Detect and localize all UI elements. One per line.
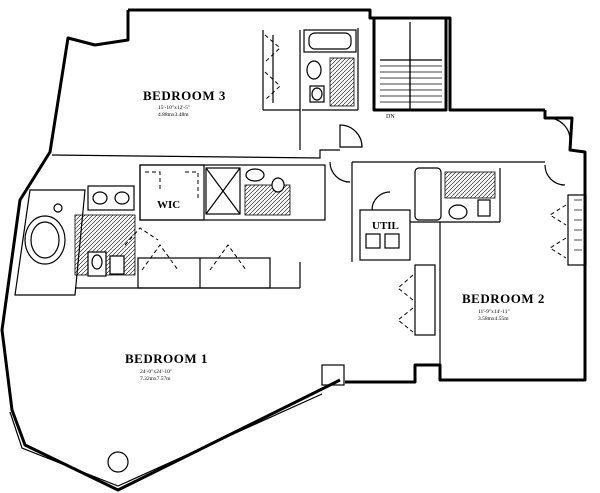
stair-marker: DN [386,114,395,120]
bedroom-3-area [51,28,359,159]
svg-text:BEDROOM 2: BEDROOM 2 [462,291,545,306]
svg-text:BEDROOM 1: BEDROOM 1 [125,351,208,366]
svg-text:7.32mx7.57m: 7.32mx7.57m [140,376,171,382]
svg-text:11'-9"x14'-11": 11'-9"x14'-11" [478,309,510,315]
bedroom-2-label: BEDROOM 2 11'-9"x14'-11" 3.58mx4.55m [462,291,545,322]
svg-text:4.88mx3.48m: 4.88mx3.48m [158,112,189,118]
wic-label: WIC [157,199,180,211]
bedroom-1-label: BEDROOM 1 24'-0"x24'-10" 7.32mx7.57m [125,351,208,382]
svg-text:24'-0"x24'-10": 24'-0"x24'-10" [140,369,172,375]
bedroom-1-area [9,364,345,487]
svg-text:3.58mx4.55m: 3.58mx4.55m [478,316,509,322]
util-label: UTIL [372,220,399,232]
util-bath2-area: UTIL [359,167,587,380]
stairwell: DN [372,16,448,120]
svg-text:BEDROOM 3: BEDROOM 3 [143,88,226,103]
bedroom-3-label: BEDROOM 3 15'-10"x12'-5" 4.88mx3.48m [143,88,226,118]
hall-doors [329,117,571,262]
wic-bath-area: WIC [14,164,326,296]
svg-text:15'-10"x12'-5": 15'-10"x12'-5" [158,105,190,111]
